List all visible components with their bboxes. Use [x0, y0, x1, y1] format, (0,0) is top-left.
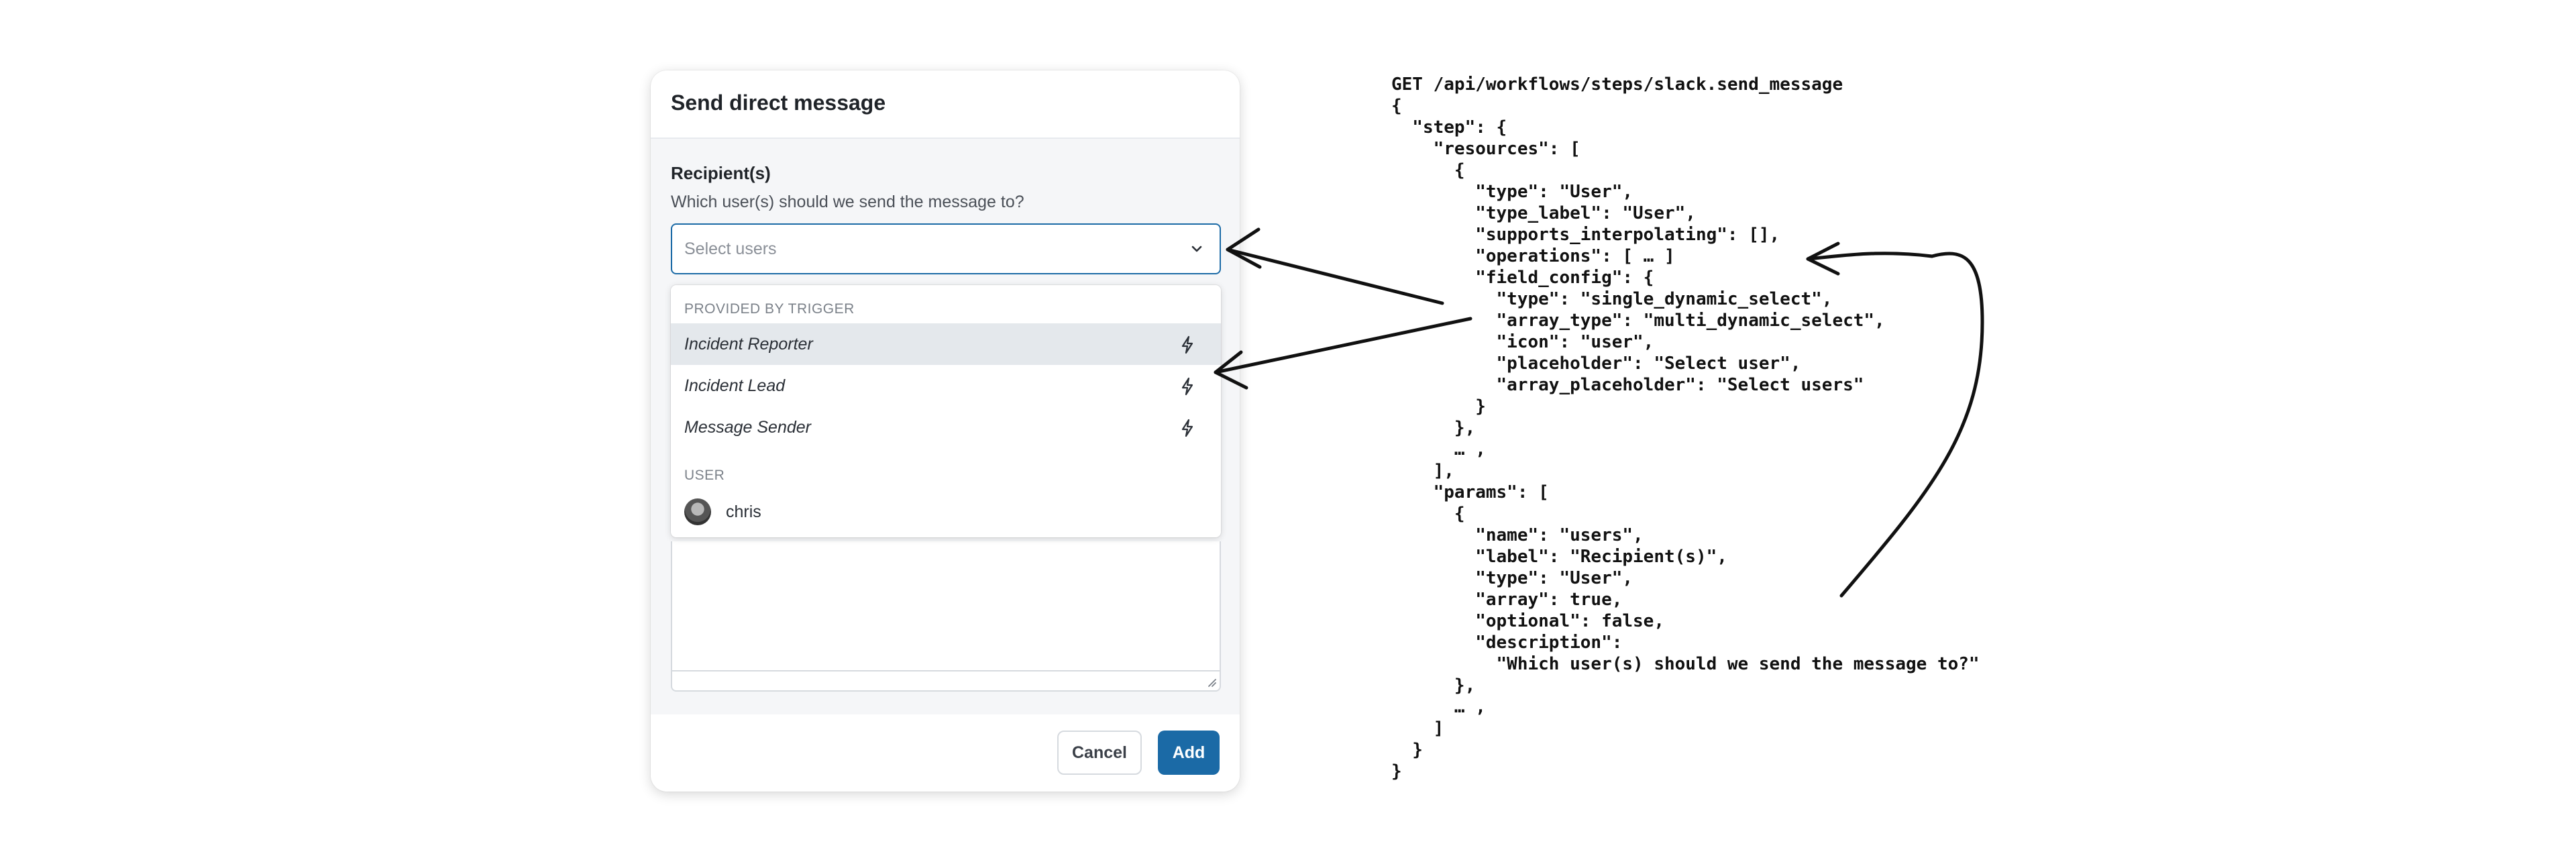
- users-dropdown: PROVIDED BY TRIGGER Incident Reporter In…: [671, 285, 1221, 537]
- textarea-divider: [672, 670, 1220, 671]
- message-textarea[interactable]: [671, 541, 1221, 692]
- chevron-down-icon: [1191, 246, 1202, 252]
- option-label: Message Sender: [684, 418, 812, 437]
- cancel-button[interactable]: Cancel: [1057, 731, 1142, 775]
- avatar: [684, 498, 711, 525]
- group-label-provided-by-trigger: PROVIDED BY TRIGGER: [684, 301, 855, 317]
- resize-handle-icon[interactable]: [1205, 676, 1217, 688]
- select-placeholder: Select users: [684, 239, 777, 258]
- bolt-icon: [1181, 335, 1193, 354]
- user-name: chris: [726, 502, 761, 521]
- option-message-sender[interactable]: Message Sender: [671, 407, 1221, 448]
- bolt-icon: [1181, 419, 1193, 437]
- bolt-icon: [1181, 377, 1193, 396]
- option-label: Incident Reporter: [684, 335, 813, 354]
- modal-title: Send direct message: [671, 91, 886, 115]
- add-button[interactable]: Add: [1158, 731, 1220, 775]
- recipients-label: Recipient(s): [671, 163, 771, 183]
- api-code-block: GET /api/workflows/steps/slack.send_mess…: [1391, 74, 1980, 782]
- recipients-description: Which user(s) should we send the message…: [671, 193, 1024, 211]
- option-incident-lead[interactable]: Incident Lead: [671, 365, 1221, 407]
- modal-header: Send direct message: [651, 70, 1240, 139]
- modal-footer: Cancel Add: [651, 714, 1240, 792]
- select-users-input[interactable]: Select users: [671, 223, 1221, 274]
- option-user-chris[interactable]: chris: [671, 493, 1221, 531]
- option-label: Incident Lead: [684, 376, 786, 395]
- group-label-user: USER: [684, 468, 725, 483]
- option-incident-reporter[interactable]: Incident Reporter: [671, 323, 1221, 365]
